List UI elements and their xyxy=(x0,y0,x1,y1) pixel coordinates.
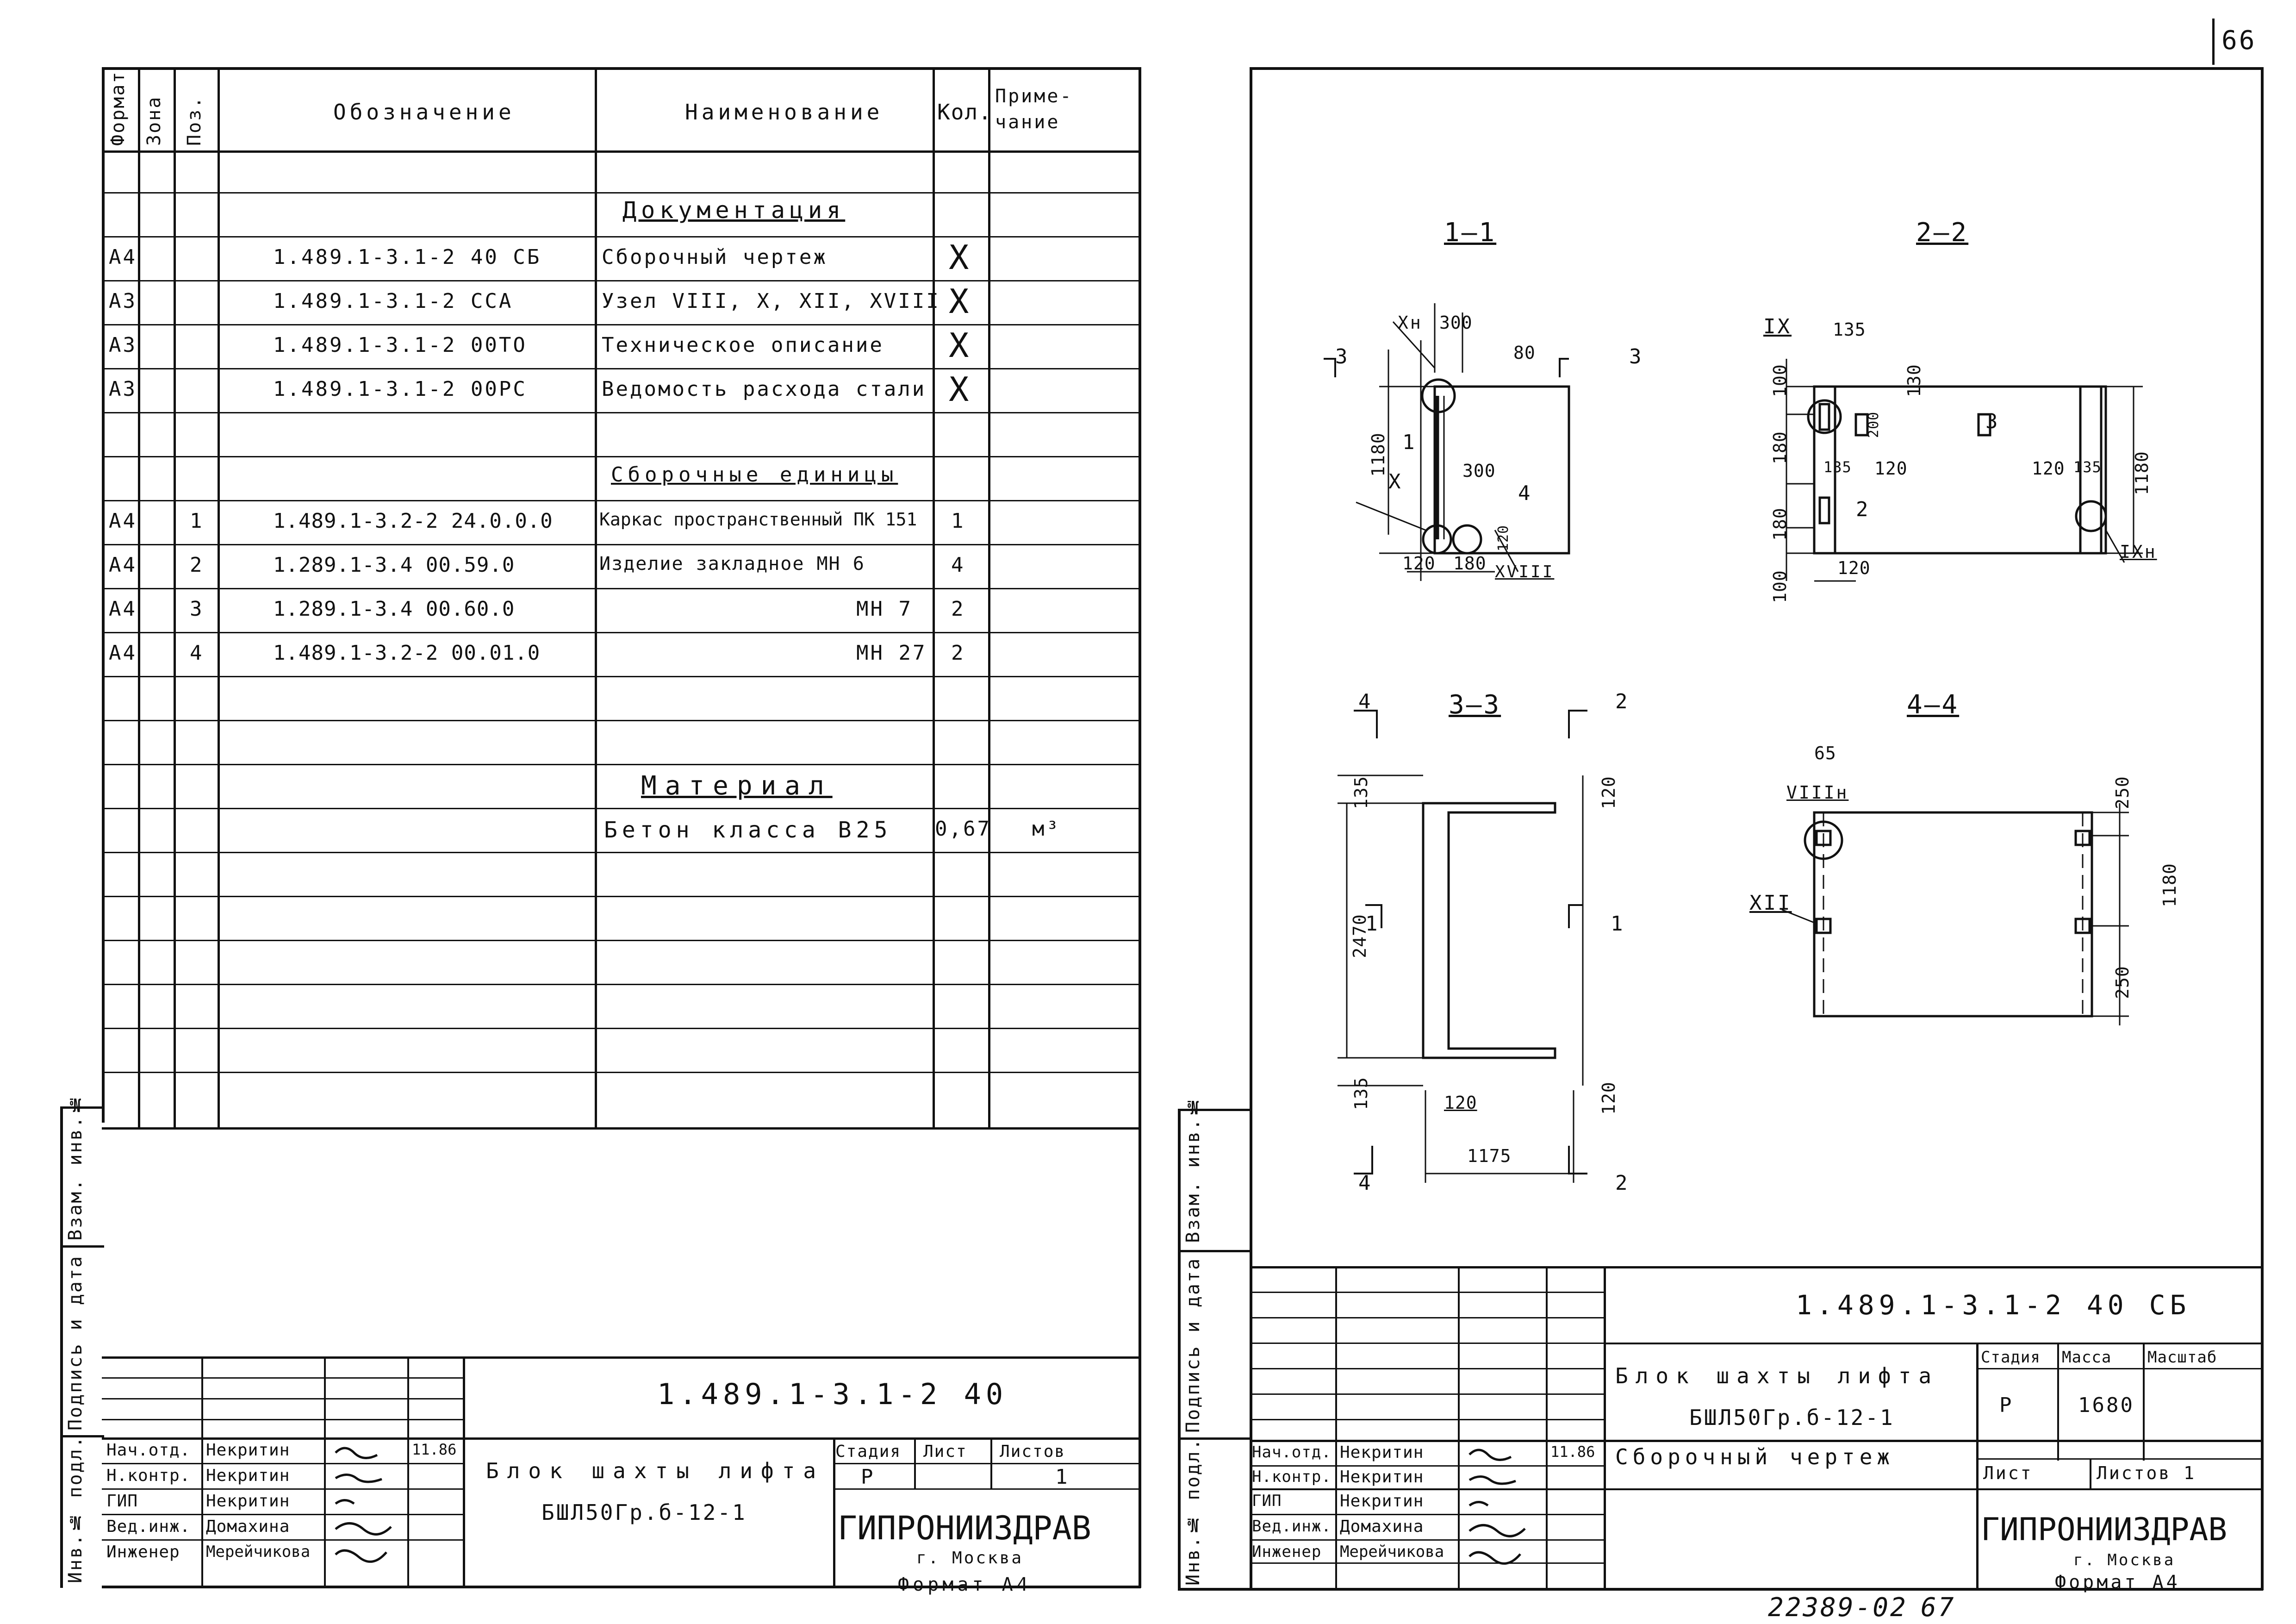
drawing-title-line2: БШЛ50Гр.б-12-1 xyxy=(1689,1405,1895,1430)
col-header-designation: Обозначение xyxy=(333,100,515,125)
col-header-format: Формат xyxy=(107,70,129,146)
drawing-code: 1.489.1-3.1-2 40 СБ xyxy=(1796,1289,2191,1321)
side-label-inv-zam: Взам. инв.№ xyxy=(65,1093,86,1241)
page-number-tick xyxy=(2212,19,2215,65)
archive-number: 22389-02 xyxy=(1768,1593,1908,1623)
signatures xyxy=(335,1447,392,1563)
signatures xyxy=(1468,1449,1526,1565)
section-label-4-4: 4—4 xyxy=(1907,690,1960,720)
section-documentation: Документация xyxy=(622,197,846,224)
title-code: 1.489.1-3.1-2 40 xyxy=(657,1377,1008,1411)
format-label: Формат А4 xyxy=(898,1574,1032,1595)
drawing-title-line3: Сборочный чертеж xyxy=(1615,1444,1895,1469)
title-line2: БШЛ50Гр.б-12-1 xyxy=(541,1500,747,1525)
format-label: Формат А4 xyxy=(2055,1572,2180,1593)
mass-value: 1680 xyxy=(2078,1393,2134,1417)
col-header-note: Приме-чание xyxy=(995,86,1073,133)
side-label-inv-podl: Инв.№ подл. xyxy=(65,1435,86,1583)
col-header-qty: Кол. xyxy=(937,100,992,125)
archive-page: 67 xyxy=(1921,1593,1956,1623)
col-header-zone: Зона xyxy=(143,95,165,146)
section-label-2-2: 2—2 xyxy=(1916,218,1969,248)
page-number: 66 xyxy=(2221,25,2257,56)
drawing-graphics xyxy=(1324,303,2143,1183)
org-name: ГИПРОНИИЗДРАВ xyxy=(838,1509,1091,1547)
col-header-name: Наименование xyxy=(685,100,884,125)
side-label-inv-zam: Взам. инв.№ xyxy=(1182,1095,1204,1243)
col-header-pos: Поз. xyxy=(184,95,205,146)
drawing-title-line1: Блок шахты лифта xyxy=(1615,1363,1939,1388)
section-assembly-units: Сборочные единицы xyxy=(611,463,898,487)
title-line1: Блок шахты лифта xyxy=(486,1458,825,1483)
org-name: ГИПРОНИИЗДРАВ xyxy=(1981,1512,2228,1548)
section-material: Материал xyxy=(641,771,833,801)
section-label-1-1: 1—1 xyxy=(1444,218,1497,248)
section-label-3-3: 3—3 xyxy=(1449,690,1501,720)
side-label-sign-date: Подпись и дата xyxy=(1182,1257,1204,1433)
side-label-inv-podl: Инв.№ подл. xyxy=(1182,1437,1204,1586)
side-label-sign-date: Подпись и дата xyxy=(65,1255,86,1430)
